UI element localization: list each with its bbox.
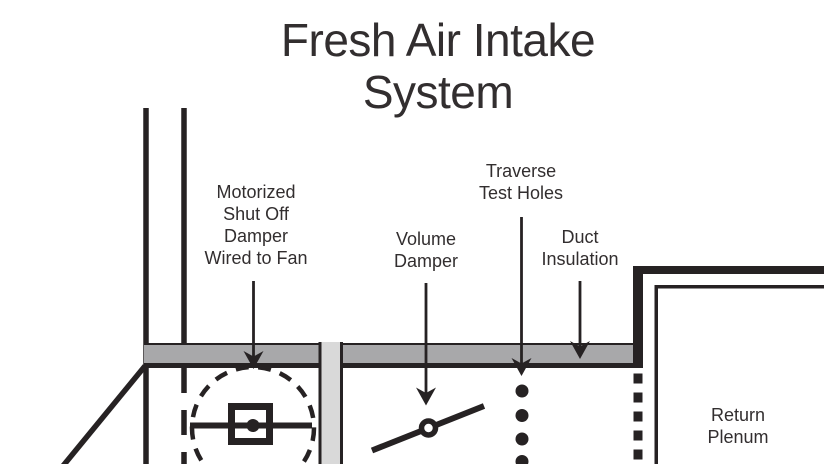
arrowhead-down-icon (243, 351, 264, 369)
volume-damper-pivot-circle (418, 418, 439, 438)
plenum-outer-wall-vertical (633, 266, 643, 368)
traverse-test-holes-arrow (511, 217, 532, 376)
return-plenum-label: Return Plenum (707, 405, 769, 447)
arrowhead-down-icon (570, 341, 590, 359)
duct-insulation-arrow (570, 281, 590, 359)
arrowhead-down-icon (416, 387, 436, 406)
arrowhead-down-icon (511, 358, 532, 376)
test-hole-dot (515, 432, 529, 446)
page-title: Fresh Air Intake System (280, 14, 596, 118)
test-hole-dot (515, 455, 529, 464)
volume-damper-label: Volume Damper (393, 229, 459, 271)
traverse-test-holes-label: Traverse Test Holes (478, 161, 564, 203)
plenum-inner-wall-horizontal (654, 285, 824, 289)
volume-damper-arrow (416, 283, 436, 406)
traverse-test-holes-dots (515, 384, 529, 464)
motorized-damper-pivot-dot (246, 419, 260, 432)
test-hole-dot (515, 409, 529, 422)
test-hole-dot (515, 384, 529, 398)
plenum-outer-wall-horizontal (633, 266, 824, 274)
duct-flange (321, 342, 340, 464)
motorized-damper-label: Motorized Shut Off Damper Wired to Fan (204, 182, 308, 268)
duct-insulation-label: Duct Insulation (541, 227, 619, 269)
motorized-damper-arrow (243, 281, 264, 369)
outside-wall-diagonal-line (61, 364, 148, 464)
plenum-inner-wall-vertical (654, 285, 658, 464)
duct-insulation-band (144, 345, 633, 363)
